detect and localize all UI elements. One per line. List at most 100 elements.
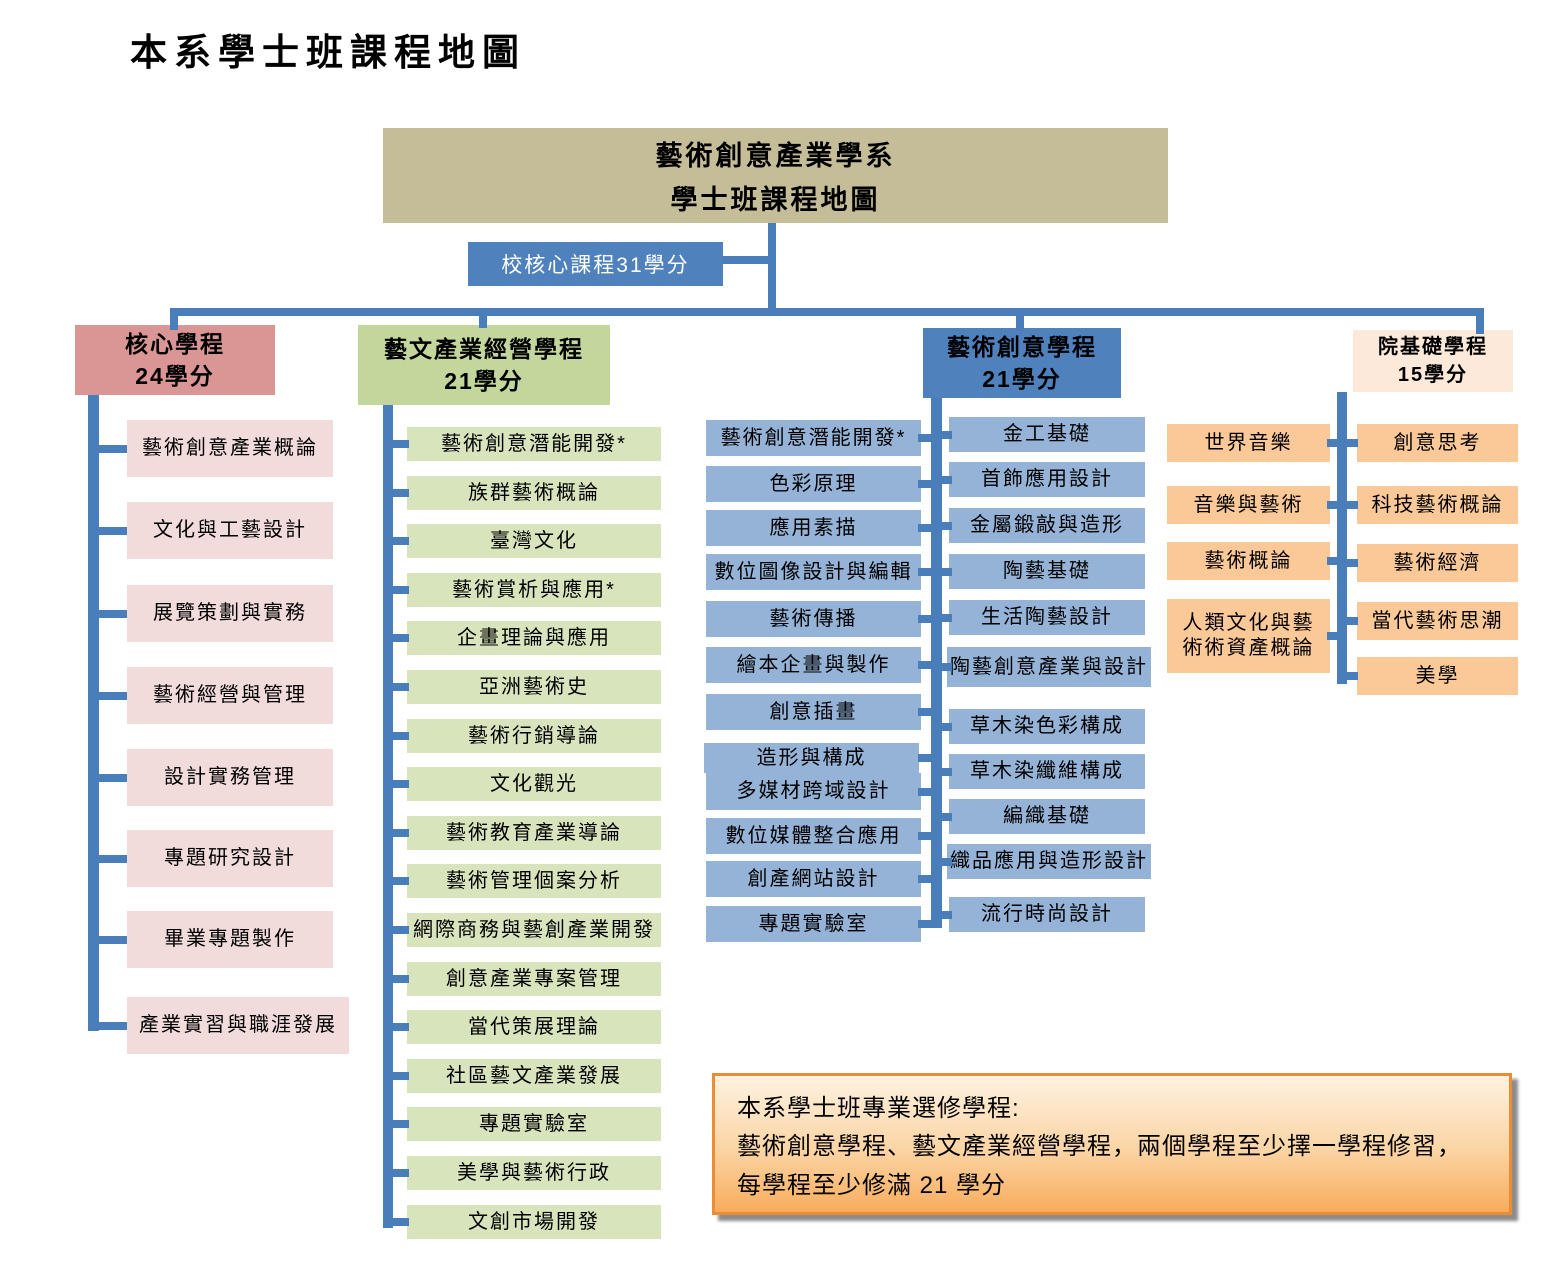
stub-art-creative — [1016, 308, 1024, 331]
column-title: 藝文產業經營學程 — [384, 335, 584, 362]
stub-arts-business — [479, 308, 487, 328]
connector-tick — [918, 434, 940, 442]
course-item: 文創市場開發 — [407, 1205, 661, 1239]
school-core-course-box: 校核心課程31學分 — [468, 242, 723, 286]
course-item: 設計實務管理 — [127, 749, 333, 806]
course-item: 流行時尚設計 — [949, 897, 1145, 932]
column-credits: 21學分 — [982, 366, 1062, 392]
course-item: 藝術管理個案分析 — [407, 864, 661, 898]
column-credits: 24學分 — [135, 363, 215, 389]
connector-tick — [936, 910, 952, 919]
course-item: 藝術概論 — [1167, 542, 1330, 580]
course-item: 世界音樂 — [1167, 424, 1330, 462]
course-item: 文化觀光 — [407, 767, 661, 801]
course-item: 藝術經營與管理 — [127, 667, 333, 724]
connector-tick — [99, 609, 127, 618]
connector-tick — [1341, 617, 1358, 625]
course-item: 臺灣文化 — [407, 524, 661, 558]
course-item: 繪本企畫與製作 — [706, 647, 921, 683]
column-header-art-creative: 藝術創意學程 21學分 — [923, 328, 1121, 398]
column-title: 院基礎學程 — [1378, 336, 1488, 358]
connector-tick — [99, 773, 127, 782]
connector-tick — [391, 683, 409, 691]
connector-tick — [391, 829, 409, 837]
connector-tick — [918, 568, 940, 576]
course-item: 畢業專題製作 — [127, 911, 333, 968]
connector-tick — [1327, 501, 1345, 509]
connector-tick — [391, 1023, 409, 1031]
note-box: 本系學士班專業選修學程: 藝術創意學程、藝文產業經營學程，兩個學程至少擇一學程修… — [712, 1073, 1512, 1215]
course-item: 科技藝術概論 — [1357, 486, 1518, 524]
connector-tick — [1341, 559, 1358, 567]
connector-tick — [1341, 439, 1358, 447]
school-core-connector — [723, 256, 768, 264]
course-item: 當代藝術思潮 — [1357, 602, 1518, 640]
course-item: 編織基礎 — [949, 799, 1145, 834]
root-title-line2: 學士班課程地圖 — [670, 185, 881, 216]
course-item: 草木染纖維構成 — [949, 754, 1145, 789]
course-item: 創意思考 — [1357, 424, 1518, 462]
course-item: 社區藝文產業發展 — [407, 1059, 661, 1093]
note-line1: 本系學士班專業選修學程: — [737, 1094, 1020, 1122]
course-item: 專題實驗室 — [706, 906, 921, 942]
course-item: 藝術教育產業導論 — [407, 816, 661, 850]
course-item: 陶藝基礎 — [949, 554, 1145, 589]
course-item: 創意插畫 — [706, 694, 921, 730]
connector-tick — [918, 615, 940, 623]
course-item: 企畫理論與應用 — [407, 621, 661, 655]
connector-tick — [391, 975, 409, 983]
root-title-line1: 藝術創意產業學系 — [655, 140, 896, 171]
connector-tick — [391, 634, 409, 642]
course-item: 藝術創意產業概論 — [127, 420, 333, 477]
column-title: 核心學程 — [125, 330, 225, 357]
course-item: 色彩原理 — [706, 466, 921, 502]
course-item: 美學 — [1357, 657, 1518, 695]
connector-tick — [918, 524, 940, 532]
course-item: 美學與藝術行政 — [407, 1156, 661, 1190]
connector-tick — [391, 926, 409, 934]
column-header-arts-business: 藝文產業經營學程 21學分 — [358, 325, 610, 405]
connector-tick — [99, 1021, 127, 1030]
connector-tick — [918, 754, 940, 762]
connector-tick — [1341, 672, 1358, 680]
course-item: 藝術傳播 — [706, 601, 921, 637]
connector-tick — [391, 586, 409, 594]
course-item: 應用素描 — [706, 510, 921, 546]
connector-tick — [936, 812, 952, 821]
course-item: 金屬鍛敲與造形 — [949, 508, 1145, 543]
course-item: 專題實驗室 — [407, 1107, 661, 1141]
course-item: 當代策展理論 — [407, 1010, 661, 1044]
course-item: 藝術行銷導論 — [407, 719, 661, 753]
connector-tick — [391, 1120, 409, 1128]
connector-tick — [99, 691, 127, 700]
course-item: 產業實習與職涯發展 — [127, 997, 349, 1054]
trunk-arts-business — [383, 405, 393, 1228]
course-item: 音樂與藝術 — [1167, 486, 1330, 524]
column-title: 藝術創意學程 — [947, 333, 1097, 360]
course-item: 創意產業專案管理 — [407, 962, 661, 996]
connector-tick — [1327, 557, 1345, 565]
course-item: 數位媒體整合應用 — [706, 818, 921, 854]
column-header-core: 核心學程 24學分 — [75, 325, 275, 395]
connector-tick — [918, 480, 940, 488]
connector-tick — [918, 920, 940, 928]
root-department-box: 藝術創意產業學系 學士班課程地圖 — [383, 128, 1168, 223]
column-credits: 15學分 — [1397, 364, 1469, 386]
connector-tick — [936, 767, 952, 776]
connector-tick — [936, 475, 952, 484]
course-item: 文化與工藝設計 — [127, 502, 333, 559]
column-credits: 21學分 — [444, 368, 524, 394]
connector-tick — [391, 1218, 409, 1226]
note-line3: 每學程至少修滿 21 學分 — [737, 1172, 1007, 1200]
course-item: 多媒材跨域設計 — [706, 773, 921, 810]
connector-tick — [918, 661, 940, 669]
connector-tick — [99, 854, 127, 863]
course-item: 展覽策劃與實務 — [127, 585, 333, 642]
connector-tick — [936, 521, 952, 530]
course-item: 創產網站設計 — [706, 861, 921, 897]
course-item: 造形與構成 — [704, 743, 919, 773]
connector-tick — [99, 526, 127, 535]
course-item: 陶藝創意產業與設計 — [947, 647, 1151, 687]
connector-tick — [391, 732, 409, 740]
course-item: 生活陶藝設計 — [949, 600, 1145, 635]
